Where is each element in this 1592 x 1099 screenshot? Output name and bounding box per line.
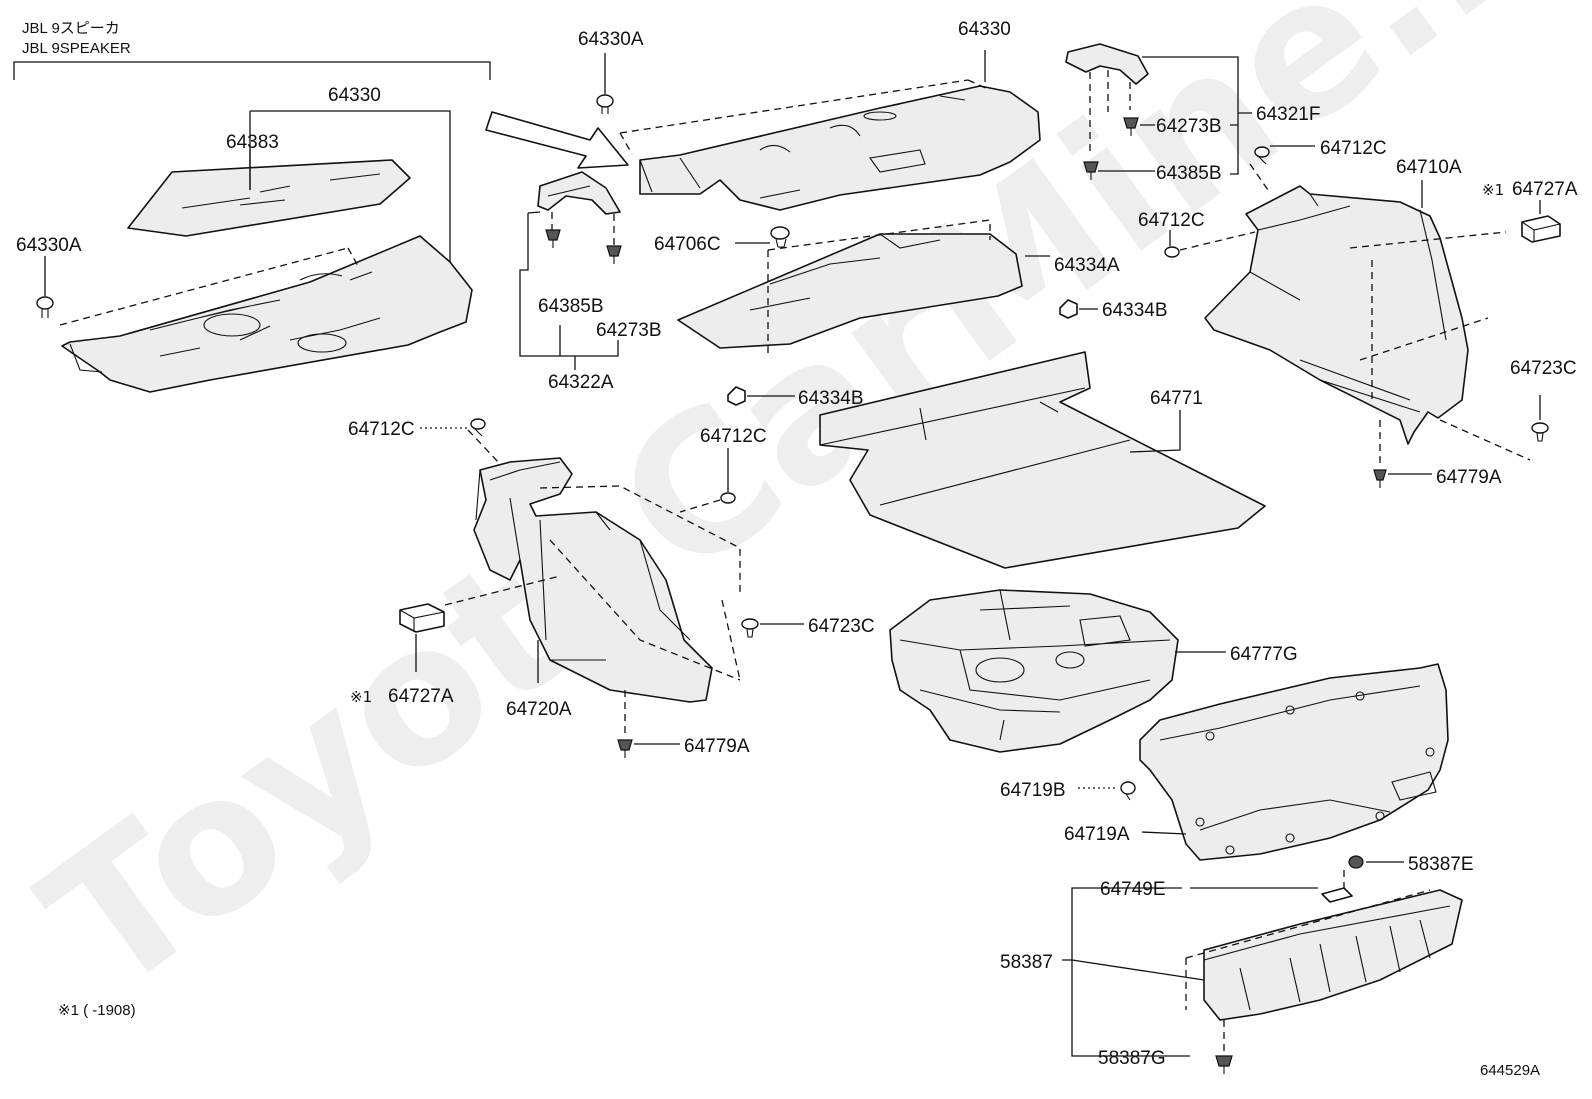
label-64330-top: 64330 xyxy=(958,19,1011,40)
mark-1-right: ※1 xyxy=(1482,181,1504,199)
pad-64727A-right xyxy=(1521,215,1561,243)
label-64330A-top: 64330A xyxy=(578,29,644,50)
clip-64273B-mid xyxy=(606,245,622,264)
clip-64385B-top xyxy=(1083,161,1099,180)
direction-arrow xyxy=(485,111,629,169)
clip-64779A-mid xyxy=(617,739,633,758)
label-64385B-top: 64385B xyxy=(1156,163,1222,184)
label-64727A-right: 64727A xyxy=(1512,179,1578,200)
label-64771: 64771 xyxy=(1150,388,1203,409)
label-64719A: 64719A xyxy=(1064,824,1130,845)
trunk-lid-trim-64719A xyxy=(1139,663,1449,861)
label-58387: 58387 xyxy=(1000,952,1053,973)
clip-64706C xyxy=(770,226,790,248)
label-64330-left: 64330 xyxy=(328,85,381,106)
quarter-trim-64710A xyxy=(1204,185,1469,445)
figure-id: 644529A xyxy=(1480,1062,1540,1079)
label-64712C-c: 64712C xyxy=(348,419,415,440)
label-64385B-mid: 64385B xyxy=(538,296,604,317)
label-64727A-left: 64727A xyxy=(388,686,454,707)
leader-64719A xyxy=(1141,831,1187,835)
header-line-1: JBL 9スピーカ xyxy=(22,20,120,37)
scuff-plate-dash xyxy=(1185,870,1431,1054)
bracket-dash xyxy=(551,212,615,245)
mat-64334A xyxy=(677,233,1023,349)
leaders-64321F-clips xyxy=(1098,124,1155,172)
leader-64321F xyxy=(1142,56,1252,175)
clip-64719B xyxy=(1120,781,1136,801)
clip-64273B-top xyxy=(1123,117,1139,136)
label-64334B-mid: 64334B xyxy=(798,388,864,409)
bracket-64322A xyxy=(537,171,621,215)
label-64321F: 64321F xyxy=(1256,104,1320,125)
label-64712C-d: 64712C xyxy=(700,426,767,447)
footnote: ※1 ( -1908) xyxy=(58,1002,136,1019)
label-64777G: 64777G xyxy=(1230,644,1298,665)
label-58387G: 58387G xyxy=(1098,1048,1166,1069)
leader-64771 xyxy=(1129,410,1181,453)
pad-64334B-mid xyxy=(727,386,746,406)
mat-64334A-dash xyxy=(767,219,991,356)
clip-64712C-d xyxy=(720,492,736,504)
pad-64727A-left-dash xyxy=(444,575,561,606)
clip-64712C-c xyxy=(470,418,486,437)
clip-64330A-left xyxy=(36,296,54,318)
clip-64712C-b xyxy=(1164,246,1180,258)
quarter-trim-left-dash xyxy=(467,429,741,681)
label-64330A-left: 64330A xyxy=(16,235,82,256)
leader-58387-group xyxy=(1062,887,1205,1057)
leader-64322A xyxy=(519,211,619,370)
label-64723C-right: 64723C xyxy=(1510,358,1577,379)
label-64706C: 64706C xyxy=(654,234,721,255)
clip-64712C-d-dash xyxy=(679,499,721,513)
label-64273B-top: 64273B xyxy=(1156,116,1222,137)
clip-64712C-a xyxy=(1254,146,1270,165)
clip-64779A-right xyxy=(1373,469,1387,488)
tray-center-dash xyxy=(619,79,991,155)
label-64749E: 64749E xyxy=(1100,879,1166,900)
clip-64712C-b-dash xyxy=(1179,231,1256,251)
pad-64334B-right xyxy=(1059,299,1078,319)
label-58387E: 58387E xyxy=(1408,854,1474,875)
floor-carpet-64771 xyxy=(819,351,1266,569)
clip-64723C-mid xyxy=(741,618,759,638)
label-64720A: 64720A xyxy=(506,699,572,720)
label-64710A: 64710A xyxy=(1396,157,1462,178)
scuff-plate-58387 xyxy=(1203,887,1463,1021)
label-64273B-mid: 64273B xyxy=(596,320,662,341)
clip-58387E xyxy=(1348,855,1364,869)
label-64719B: 64719B xyxy=(1000,780,1066,801)
luggage-box-64777G xyxy=(889,589,1179,753)
clip-64330A-top xyxy=(596,94,614,114)
clip-64385B-mid xyxy=(545,229,561,248)
tray-left-dash xyxy=(59,247,359,326)
bracket-64321F-dash xyxy=(1089,70,1131,155)
header-line-2: JBL 9SPEAKER xyxy=(22,40,131,57)
clip-58387G xyxy=(1215,1055,1233,1074)
header-bracket xyxy=(13,61,491,80)
package-tray-center xyxy=(639,85,1041,211)
label-64334A: 64334A xyxy=(1054,255,1120,276)
package-tray-left xyxy=(61,159,473,393)
label-64779A-right: 64779A xyxy=(1436,467,1502,488)
label-64712C-b: 64712C xyxy=(1138,210,1205,231)
label-64779A-mid: 64779A xyxy=(684,736,750,757)
mark-1-left: ※1 xyxy=(350,688,372,706)
label-64322A: 64322A xyxy=(548,372,614,393)
clip-64749E xyxy=(1321,887,1353,903)
pad-64727A-left xyxy=(399,603,445,633)
bracket-64321F xyxy=(1065,43,1149,85)
label-64723C-mid: 64723C xyxy=(808,616,875,637)
label-64334B-right: 64334B xyxy=(1102,300,1168,321)
label-64383: 64383 xyxy=(226,132,279,153)
label-64712C-a: 64712C xyxy=(1320,138,1387,159)
quarter-trim-right-dash xyxy=(1249,163,1531,461)
clip-64723C-right xyxy=(1531,422,1549,442)
